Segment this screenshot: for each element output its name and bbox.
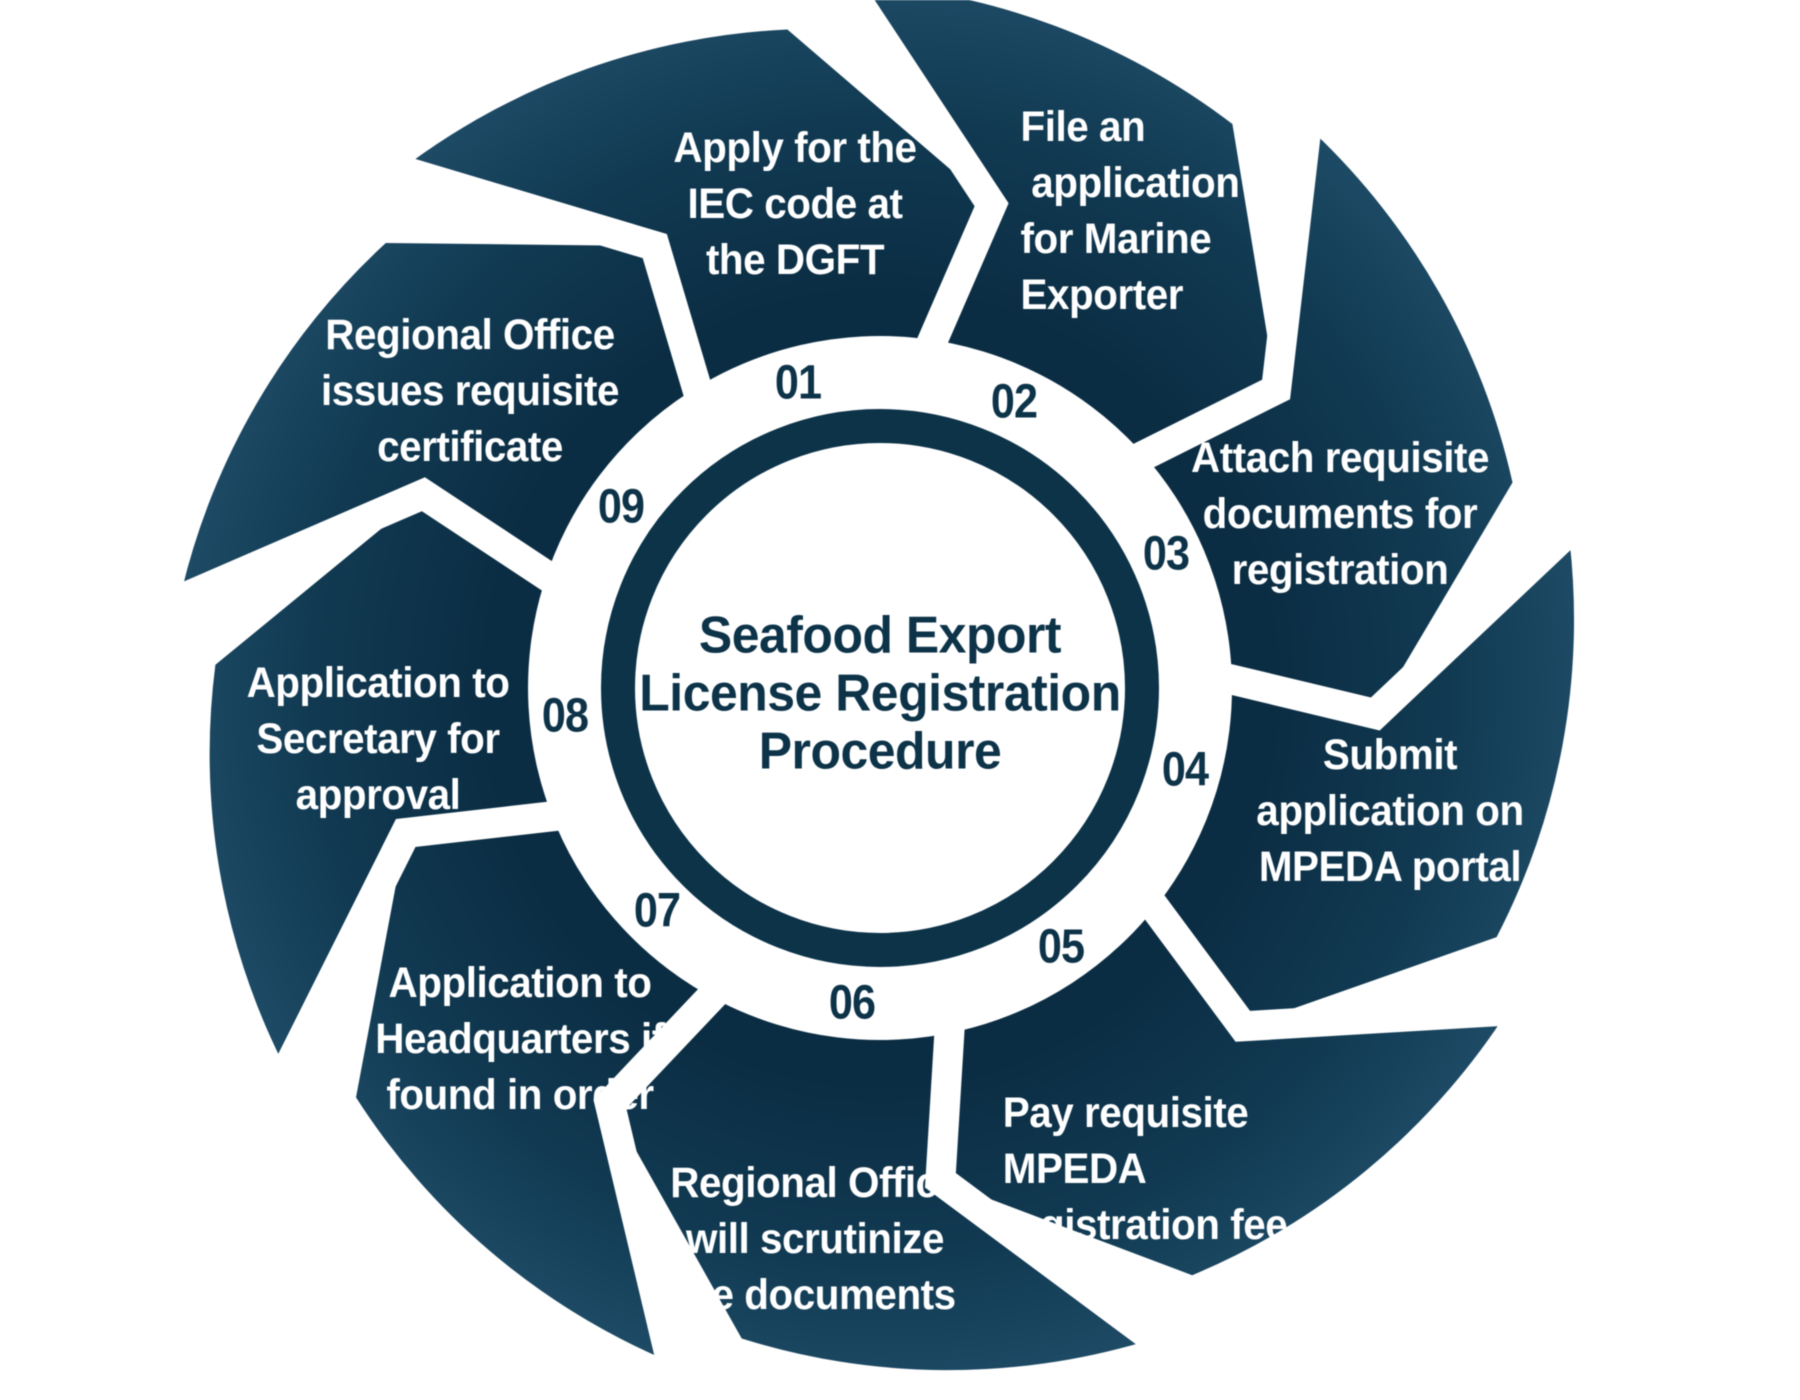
- step-number-04: 04: [1162, 743, 1209, 797]
- step-label-05: Pay requisite MPEDA registration fee: [1002, 1089, 1288, 1249]
- segment-petal-08: [209, 494, 556, 1062]
- segment-separator: [1121, 870, 1625, 1042]
- step-label-08: Application to Secretary for approval: [246, 659, 510, 819]
- step-label-07: Application to Headquarters if found in …: [375, 959, 665, 1119]
- diagram-title: Seafood Export License Registration Proc…: [639, 606, 1121, 782]
- center-ring: [601, 409, 1159, 967]
- step-label-04: Submit application on MPEDA portal: [1256, 731, 1524, 891]
- segment-petal-02: [865, 0, 1277, 448]
- segment-petal-04: [1161, 541, 1575, 1027]
- segment-separator: [284, 122, 722, 426]
- segment-separator: [838, 0, 1009, 379]
- step-number-06: 06: [829, 976, 876, 1030]
- step-number-07: 07: [633, 884, 680, 938]
- segment-separator: [1194, 440, 1664, 731]
- step-number-05: 05: [1038, 920, 1085, 974]
- segment-petal-05: [940, 899, 1503, 1276]
- segment-separator: [67, 477, 585, 660]
- step-label-01: Apply for the IEC code at the DGFT: [673, 124, 917, 284]
- segment-petal-06: [609, 1001, 1145, 1371]
- step-label-03: Attach requisite documents for registrat…: [1191, 434, 1489, 594]
- segment-petal-03: [1137, 132, 1513, 714]
- step-label-06: Regional Office will scrutinize the docu…: [670, 1159, 960, 1319]
- segment-separator: [593, 960, 747, 1400]
- step-number-09: 09: [598, 480, 645, 534]
- step-number-01: 01: [775, 356, 822, 410]
- segment-separator: [221, 797, 589, 1182]
- segment-petal-09: [181, 243, 689, 590]
- step-label-09: Regional Office issues requisite certifi…: [320, 311, 620, 471]
- step-label-02: File an application for Marine Exporter: [1020, 103, 1240, 319]
- segment-separator: [924, 996, 1256, 1400]
- step-number-03: 03: [1143, 527, 1190, 581]
- step-number-02: 02: [990, 375, 1037, 429]
- segment-petal-01: [408, 29, 992, 393]
- segment-separator: [1105, 8, 1335, 485]
- step-number-08: 08: [542, 689, 589, 743]
